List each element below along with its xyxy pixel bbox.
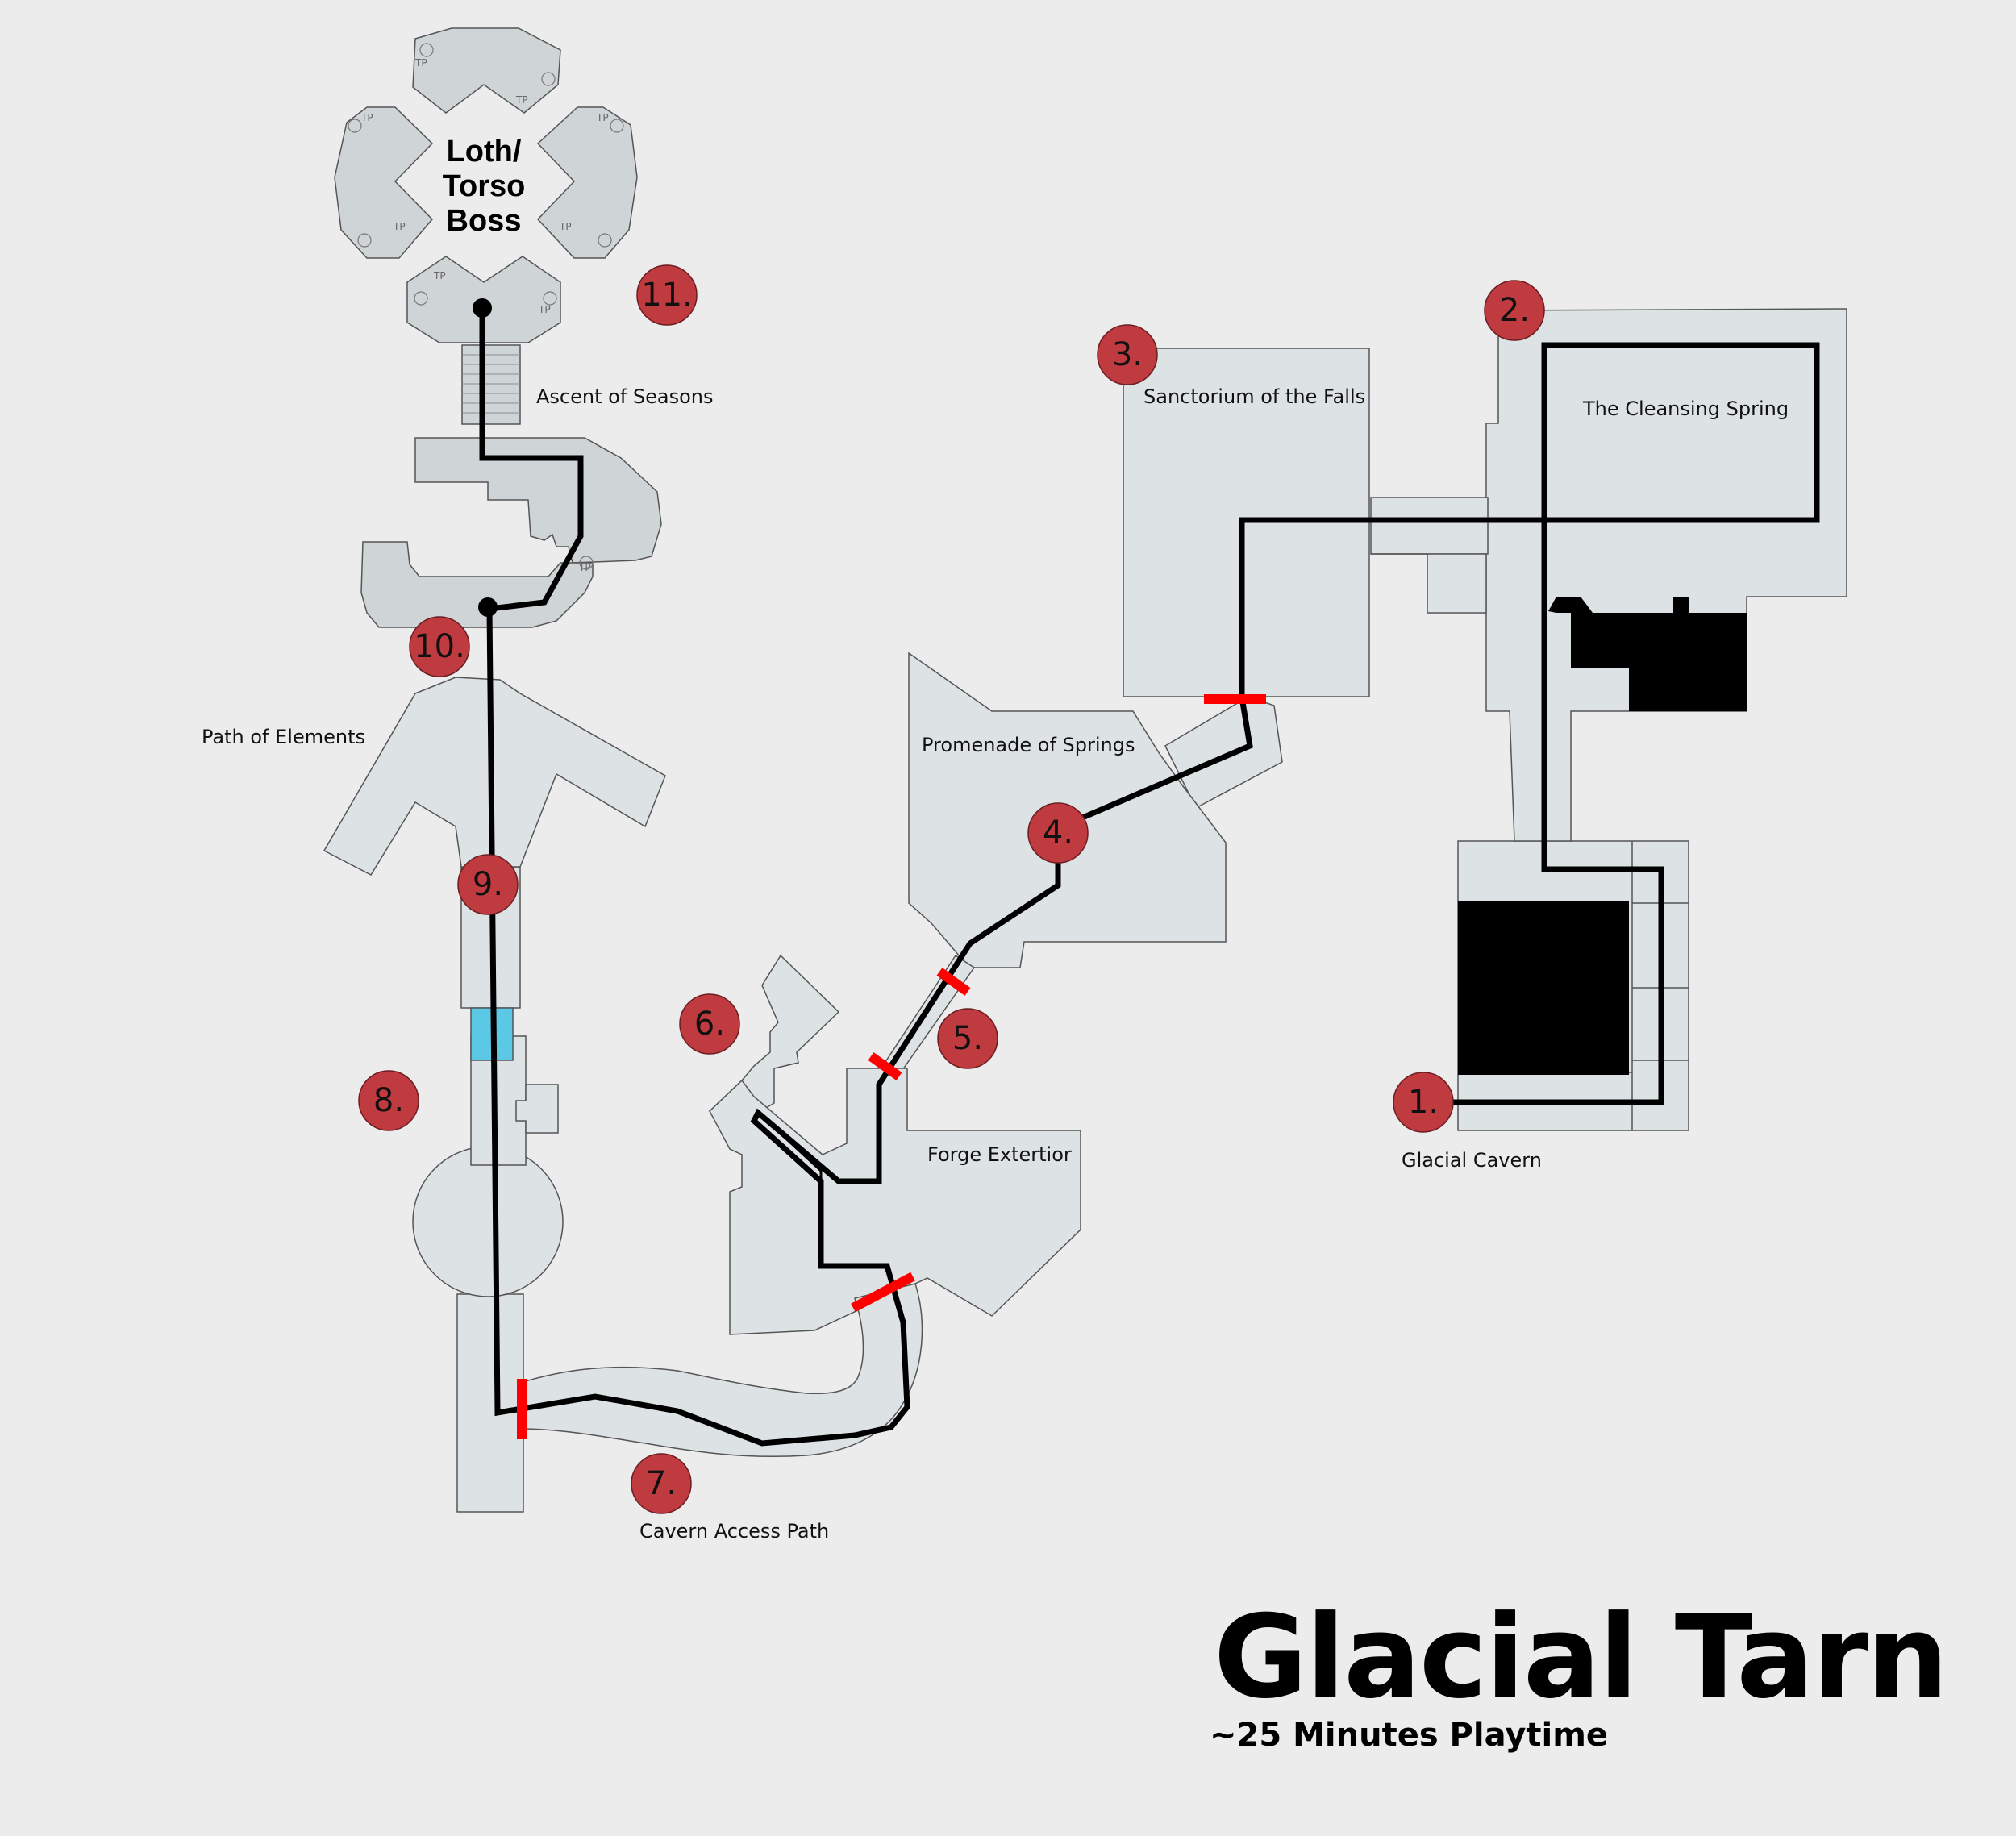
svg-text:1.: 1. (1408, 1084, 1439, 1121)
svg-text:TP: TP (414, 57, 427, 69)
svg-text:6.: 6. (694, 1005, 725, 1043)
gates (517, 694, 1266, 1439)
marker-2: 2. (1484, 280, 1545, 341)
left-corridor (412, 866, 564, 1513)
playtime-subtitle: ~25 Minutes Playtime (1210, 1717, 1609, 1754)
svg-text:TP: TP (596, 112, 609, 123)
svg-text:3.: 3. (1112, 336, 1143, 373)
route-end-dot (473, 298, 492, 318)
svg-text:TP: TP (515, 94, 528, 106)
marker-8: 8. (358, 1070, 419, 1131)
marker-7: 7. (631, 1453, 692, 1514)
gate-5-upper (936, 968, 971, 996)
boss-room: TP TP TP TP TP TP TP TP TP Loth/ Torso B… (334, 27, 638, 573)
svg-text:TP: TP (538, 304, 551, 315)
gate-5-lower (868, 1052, 902, 1080)
marker-11: 11. (636, 264, 698, 326)
marker-6: 6. (679, 993, 740, 1055)
label-forge: Forge Extertior (927, 1143, 1072, 1166)
teleport-markers: TP TP TP TP TP TP TP TP TP (348, 43, 624, 573)
boss-label-line-3: Boss (447, 204, 522, 238)
svg-text:TP: TP (559, 221, 572, 232)
waypoint-markers: 1. 2. 3. 4. 5. 6. 7. 8. 9. 10. 11. (358, 264, 1545, 1514)
cleansing-spring-area (1370, 308, 1847, 842)
label-sanctorium: Sanctorium of the Falls (1143, 385, 1365, 408)
route-waypoint-dot (478, 597, 498, 617)
label-path-of-elements: Path of Elements (202, 726, 365, 748)
label-cavern-access: Cavern Access Path (639, 1520, 829, 1542)
svg-text:4.: 4. (1043, 814, 1073, 851)
svg-text:9.: 9. (473, 866, 503, 903)
marker-9: 9. (457, 854, 519, 915)
label-glacial-cavern: Glacial Cavern (1402, 1149, 1542, 1172)
cavern-access-corridor (519, 1283, 923, 1458)
boss-label-line-2: Torso (443, 169, 526, 203)
svg-text:10.: 10. (414, 628, 465, 665)
boss-label-line-1: Loth/ (447, 135, 522, 169)
forge-area (709, 1068, 1081, 1335)
svg-text:2.: 2. (1499, 292, 1530, 329)
marker-4: 4. (1027, 802, 1089, 864)
walkthrough-route (473, 298, 1820, 1447)
svg-text:TP: TP (360, 112, 373, 123)
marker-10: 10. (409, 616, 470, 677)
map-title: Glacial Tarn (1214, 1591, 1948, 1724)
marker-1: 1. (1393, 1072, 1454, 1133)
area-labels: Glacial Cavern The Cleansing Spring Sanc… (202, 385, 1789, 1542)
label-cleansing-spring: The Cleansing Spring (1582, 398, 1789, 420)
label-promenade: Promenade of Springs (922, 734, 1135, 756)
svg-text:8.: 8. (373, 1082, 404, 1119)
svg-text:TP: TP (578, 562, 591, 573)
svg-text:5.: 5. (952, 1020, 983, 1057)
svg-text:TP: TP (393, 221, 406, 232)
marker-3: 3. (1097, 324, 1158, 385)
path-of-elements-area (323, 677, 666, 876)
svg-text:7.: 7. (646, 1465, 677, 1502)
label-ascent: Ascent of Seasons (536, 385, 714, 408)
gate-forge (851, 1272, 915, 1313)
glacial-cavern-area (1457, 840, 1689, 1131)
svg-text:11.: 11. (641, 277, 693, 314)
svg-text:TP: TP (433, 270, 446, 281)
marker-5: 5. (937, 1008, 998, 1069)
